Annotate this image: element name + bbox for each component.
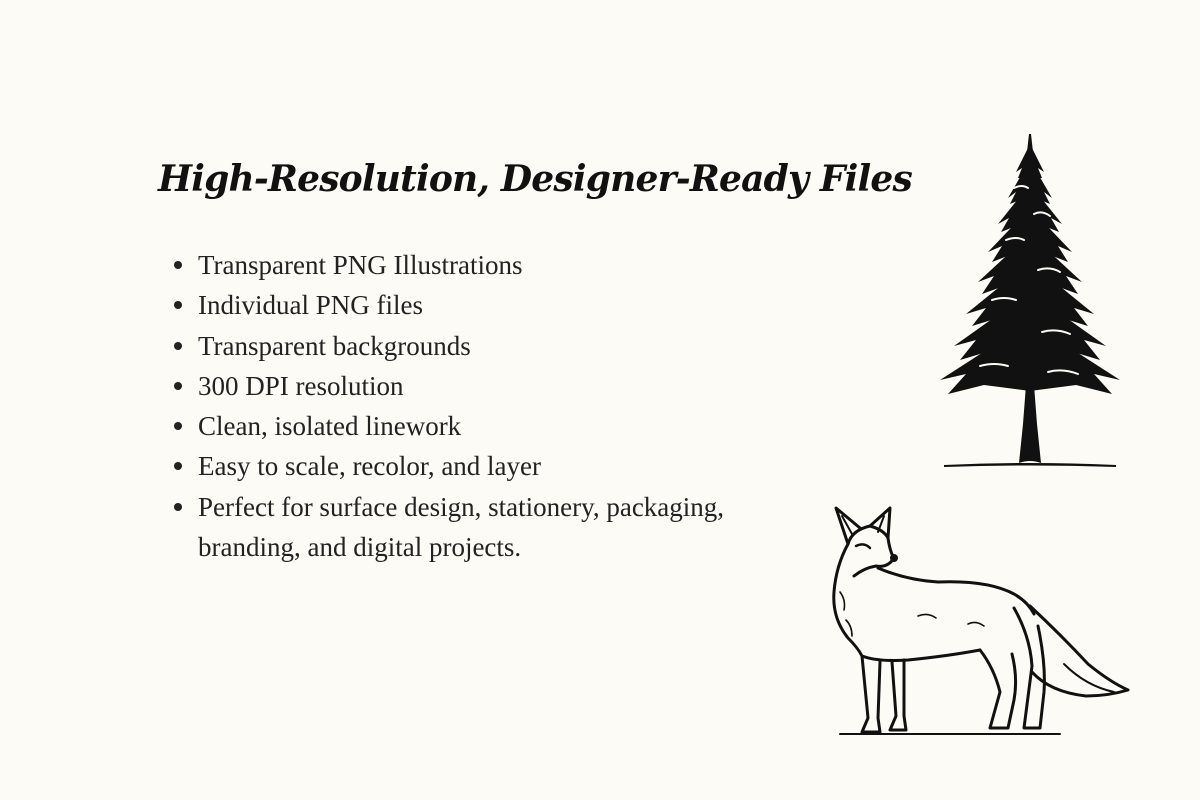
list-item: Clean, isolated linework	[172, 406, 732, 446]
feature-text: Easy to scale, recolor, and layer	[198, 451, 542, 482]
bullet-icon	[174, 341, 182, 350]
fox-icon	[832, 506, 1130, 735]
feature-text: Perfect for surface design, stationery, …	[198, 491, 725, 563]
list-item: Easy to scale, recolor, and layer	[172, 446, 732, 486]
feature-text: Clean, isolated linework	[198, 411, 462, 442]
bullet-icon	[174, 301, 182, 310]
list-item: 300 DPI resolution	[172, 366, 732, 406]
bullet-icon	[174, 381, 182, 390]
list-item: Perfect for surface design, stationery, …	[172, 487, 732, 568]
bullet-icon	[174, 462, 182, 471]
pine-tree-icon	[940, 134, 1120, 467]
page-title: High-Resolution, Designer-Ready Files	[158, 158, 913, 200]
list-item: Individual PNG files	[172, 285, 732, 325]
feature-text: 300 DPI resolution	[198, 370, 404, 401]
list-item: Transparent backgrounds	[172, 326, 732, 366]
bullet-icon	[174, 422, 182, 431]
feature-text: Individual PNG files	[198, 290, 423, 321]
feature-text: Transparent backgrounds	[198, 330, 471, 361]
list-item: Transparent PNG Illustrations	[172, 245, 732, 285]
bullet-icon	[174, 261, 182, 269]
feature-list: Transparent PNG Illustrations Individual…	[172, 245, 732, 567]
feature-text: Transparent PNG Illustrations	[198, 250, 523, 280]
bullet-icon	[174, 502, 182, 511]
